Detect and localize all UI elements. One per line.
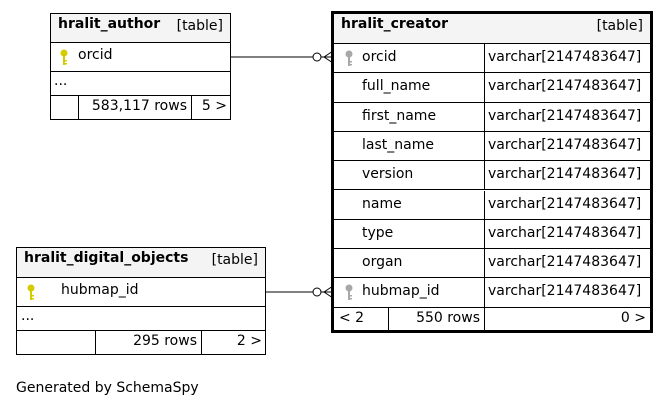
table-kind: [table]: [176, 18, 223, 34]
column-name: first_name: [362, 107, 437, 124]
table-name: hralit_author: [58, 16, 161, 32]
footer-row: 583,117 rows 5 >: [51, 96, 230, 119]
children-count[interactable]: 0 >: [620, 310, 646, 326]
column-row[interactable]: orcid: [51, 43, 230, 72]
column-row[interactable]: hubmap_id: [17, 278, 265, 307]
column-type: varchar[2147483647]: [488, 166, 642, 183]
table-name: hralit_digital_objects: [24, 250, 189, 266]
column-name: organ: [362, 254, 403, 271]
column-row[interactable]: type varchar[2147483647]: [334, 219, 650, 250]
column-type: varchar[2147483647]: [488, 224, 642, 241]
column-type: varchar[2147483647]: [488, 78, 642, 95]
column-row[interactable]: hubmap_id varchar[2147483647]: [334, 278, 650, 308]
parents-count[interactable]: < 2: [339, 310, 365, 326]
column-row[interactable]: full_name varchar[2147483647]: [334, 73, 650, 103]
column-type: varchar[2147483647]: [488, 107, 642, 124]
column-row[interactable]: orcid varchar[2147483647]: [334, 44, 650, 74]
footer-row: 295 rows 2 >: [17, 331, 265, 354]
relationship-digital-objects-creator: [265, 285, 334, 299]
column-type: varchar[2147483647]: [488, 195, 642, 212]
footer-row: < 2 550 rows 0 >: [334, 308, 650, 330]
column-row[interactable]: last_name varchar[2147483647]: [334, 131, 650, 162]
column-row[interactable]: name varchar[2147483647]: [334, 190, 650, 220]
table-header[interactable]: hralit_author [table]: [51, 14, 230, 43]
foreign-key-icon: [344, 50, 354, 71]
column-name: name: [362, 195, 402, 212]
ellipsis-text: ...: [21, 308, 35, 324]
column-name: orcid: [78, 47, 113, 63]
children-count[interactable]: 5 >: [201, 98, 227, 114]
primary-key-icon: [26, 284, 36, 305]
column-type: varchar[2147483647]: [488, 49, 642, 65]
table-hralit-creator[interactable]: hralit_creator [table] orcid varchar[2147…: [331, 11, 653, 333]
primary-key-icon: [59, 49, 69, 70]
column-type: varchar[2147483647]: [488, 254, 642, 271]
column-name: version: [362, 166, 414, 183]
children-count[interactable]: 2 >: [236, 333, 262, 349]
row-count: 295 rows: [133, 333, 197, 349]
row-count: 550 rows: [416, 310, 480, 326]
foreign-key-icon: [344, 284, 354, 305]
table-header[interactable]: hralit_creator [table]: [334, 14, 650, 44]
column-name: full_name: [362, 78, 431, 95]
table-kind: [table]: [596, 18, 643, 34]
column-name: hubmap_id: [61, 282, 139, 298]
column-type: varchar[2147483647]: [488, 136, 642, 153]
column-name: hubmap_id: [362, 283, 440, 300]
ellipsis-row: ...: [17, 307, 265, 331]
table-header[interactable]: hralit_digital_objects [table]: [17, 248, 265, 278]
column-name: orcid: [362, 49, 397, 65]
row-count: 583,117 rows: [91, 98, 187, 114]
relationship-author-creator: [231, 50, 334, 64]
column-row[interactable]: version varchar[2147483647]: [334, 161, 650, 191]
table-kind: [table]: [211, 252, 258, 268]
column-name: type: [362, 224, 394, 241]
column-row[interactable]: first_name varchar[2147483647]: [334, 102, 650, 132]
table-hralit-author[interactable]: hralit_author [table] orcid ... 583,117 …: [50, 13, 231, 120]
table-name: hralit_creator: [341, 16, 448, 32]
column-row[interactable]: organ varchar[2147483647]: [334, 249, 650, 279]
generated-by-caption: Generated by SchemaSpy: [16, 380, 199, 396]
ellipsis-row: ...: [51, 72, 230, 96]
column-name: last_name: [362, 136, 434, 153]
table-hralit-digital-objects[interactable]: hralit_digital_objects [table] hubmap_id…: [16, 247, 266, 355]
ellipsis-text: ...: [54, 73, 68, 89]
column-type: varchar[2147483647]: [488, 283, 642, 300]
